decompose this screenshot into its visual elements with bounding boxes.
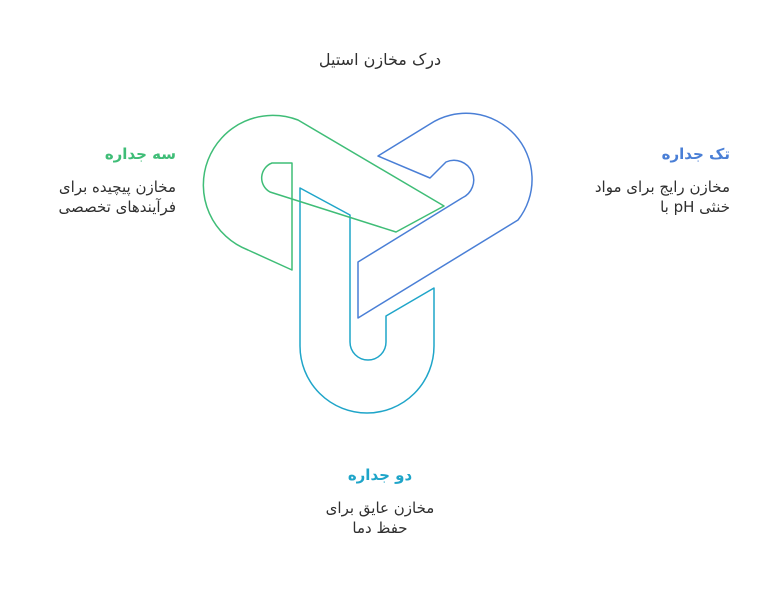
double-wall-description-line2: حفظ دما <box>352 519 408 537</box>
single-wall-block: تک جداره مخازن رایج برای مواد خنثی pH با <box>560 145 730 217</box>
triple-wall-heading: سه جداره <box>104 145 176 163</box>
single-wall-description-line1: مخازن رایج برای مواد <box>594 178 730 196</box>
triple-wall-loop <box>202 114 445 271</box>
triple-wall-block: سه جداره مخازن پیچیده برای فرآیندهای تخص… <box>20 145 176 217</box>
double-wall-block: دو جداره مخازن عایق برای حفظ دما <box>280 466 480 538</box>
double-wall-loop <box>299 187 435 414</box>
single-wall-description-line2: خنثی pH با <box>660 198 730 216</box>
triple-wall-description-line2: فرآیندهای تخصصی <box>58 198 176 216</box>
diagram-title: درک مخازن استیل <box>318 50 442 69</box>
double-wall-description-line1: مخازن عایق برای <box>325 499 435 517</box>
single-wall-heading: تک جداره <box>661 145 730 163</box>
triple-wall-description-line1: مخازن پیچیده برای <box>58 178 176 196</box>
single-wall-loop <box>357 112 533 319</box>
double-wall-heading: دو جداره <box>347 466 413 484</box>
